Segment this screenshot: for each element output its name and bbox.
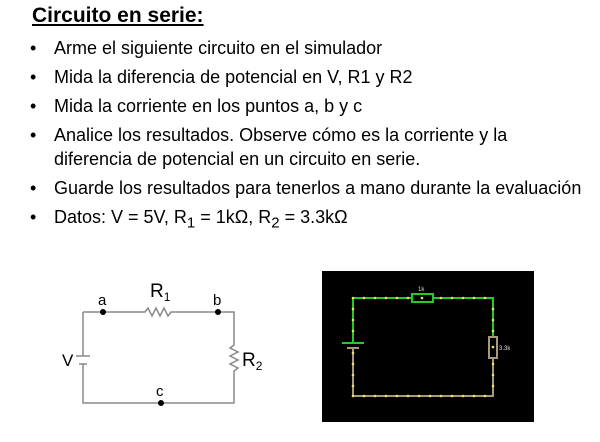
current-dot bbox=[373, 394, 377, 398]
current-dot bbox=[351, 296, 355, 300]
page-title: Circuito en serie: bbox=[32, 4, 204, 27]
current-dot bbox=[417, 394, 421, 398]
current-dot bbox=[406, 394, 410, 398]
list-item: Mida la corriente en los puntos a, b y c bbox=[30, 94, 590, 118]
instruction-list: Arme el siguiente circuito en el simulad… bbox=[30, 36, 590, 241]
current-dot bbox=[351, 362, 355, 366]
svg-text:R2: R2 bbox=[242, 350, 263, 373]
current-dot bbox=[483, 394, 487, 398]
current-dot bbox=[362, 394, 366, 398]
svg-text:V: V bbox=[62, 351, 74, 370]
current-dot bbox=[384, 394, 388, 398]
svg-text:c: c bbox=[156, 383, 164, 400]
current-dot bbox=[351, 351, 355, 355]
svg-text:a: a bbox=[98, 292, 107, 309]
current-dot bbox=[362, 296, 366, 300]
svg-text:R1: R1 bbox=[150, 281, 171, 304]
current-dot bbox=[491, 329, 495, 333]
current-dot bbox=[461, 394, 465, 398]
current-dot bbox=[406, 296, 410, 300]
resistor-3.3k bbox=[488, 336, 498, 359]
current-dot bbox=[439, 296, 443, 300]
current-dot bbox=[472, 296, 476, 300]
current-dot bbox=[384, 296, 388, 300]
svg-text:b: b bbox=[213, 292, 221, 309]
current-dot bbox=[351, 394, 355, 398]
current-dot bbox=[351, 384, 355, 388]
svg-text:1k: 1k bbox=[418, 287, 425, 293]
current-dot bbox=[395, 394, 399, 398]
node-b bbox=[215, 309, 221, 315]
current-dot bbox=[428, 394, 432, 398]
current-dot bbox=[491, 318, 495, 322]
node-c bbox=[158, 400, 164, 406]
current-dot bbox=[351, 318, 355, 322]
current-dot bbox=[450, 296, 454, 300]
current-dot bbox=[491, 373, 495, 377]
current-dot bbox=[420, 296, 424, 300]
list-item: Arme el siguiente circuito en el simulad… bbox=[30, 36, 590, 60]
current-dot bbox=[472, 394, 476, 398]
current-dot bbox=[351, 307, 355, 311]
current-dot bbox=[483, 296, 487, 300]
list-item: Mida la diferencia de potencial en V, R1… bbox=[30, 65, 590, 89]
list-item: Analice los resultados. Observe cómo es … bbox=[30, 123, 590, 171]
current-dot bbox=[439, 394, 443, 398]
current-dot bbox=[461, 296, 465, 300]
current-dot bbox=[351, 329, 355, 333]
node-a bbox=[100, 309, 106, 315]
svg-text:3.3k: 3.3k bbox=[499, 346, 511, 352]
current-dot bbox=[491, 307, 495, 311]
current-dot bbox=[491, 345, 495, 349]
current-dot bbox=[373, 296, 377, 300]
resistor-1k bbox=[411, 293, 434, 303]
list-item: Guarde los resultados para tenerlos a ma… bbox=[30, 176, 590, 200]
list-item-datos: Datos: V = 5V, R1 = 1kΩ, R2 = 3.3kΩ bbox=[30, 205, 590, 236]
current-dot bbox=[351, 373, 355, 377]
current-dot bbox=[491, 384, 495, 388]
current-dot bbox=[395, 296, 399, 300]
current-dot bbox=[491, 362, 495, 366]
current-dot bbox=[450, 394, 454, 398]
